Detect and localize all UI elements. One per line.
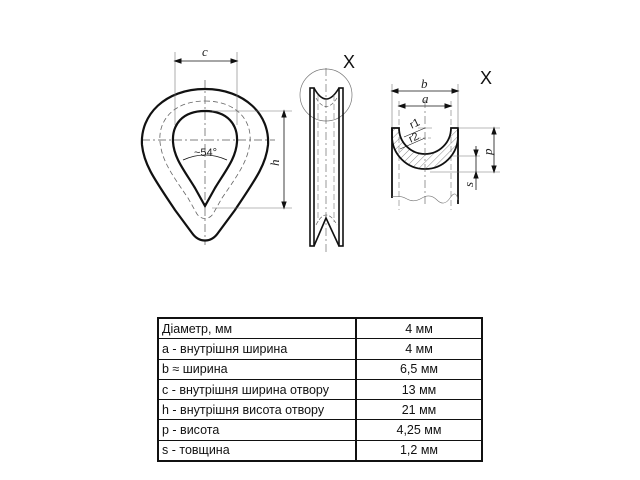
dim-label-s: s	[461, 182, 476, 187]
param-cell: s - товщина	[157, 439, 357, 462]
param-cell: a - внутрішня ширина	[157, 338, 357, 360]
dim-label-p: p	[480, 148, 495, 156]
section-detail	[390, 84, 500, 210]
param-cell: Діаметр, мм	[157, 317, 357, 340]
section-title-x: X	[480, 68, 492, 88]
param-cell: c - внутрішня ширина отвору	[157, 378, 357, 401]
detail-marker-x: X	[343, 52, 355, 72]
dim-label-b: b	[421, 76, 428, 91]
radius-label-r1: r1	[408, 117, 422, 132]
front-view	[140, 52, 292, 245]
param-cell: h - внутрішня висота отвору	[157, 399, 357, 421]
radius-label-r2: r2	[407, 131, 421, 146]
value-cell: 4 мм	[355, 338, 483, 360]
param-cell: b ≈ ширина	[157, 358, 357, 380]
angle-label: ~54°	[194, 147, 217, 159]
dim-label-h: h	[267, 160, 282, 167]
param-cell: p - висота	[157, 419, 357, 441]
thimble-technical-drawing: c h ~54° X	[140, 44, 500, 255]
value-cell: 13 мм	[355, 378, 483, 401]
value-cell: 21 мм	[355, 399, 483, 421]
dim-label-a: a	[422, 91, 429, 106]
value-cell: 6,5 мм	[355, 358, 483, 380]
side-view	[299, 68, 353, 255]
dim-label-c: c	[202, 44, 208, 59]
value-cell: 4 мм	[355, 317, 483, 340]
value-cell: 4,25 мм	[355, 419, 483, 441]
value-cell: 1,2 мм	[355, 439, 483, 462]
